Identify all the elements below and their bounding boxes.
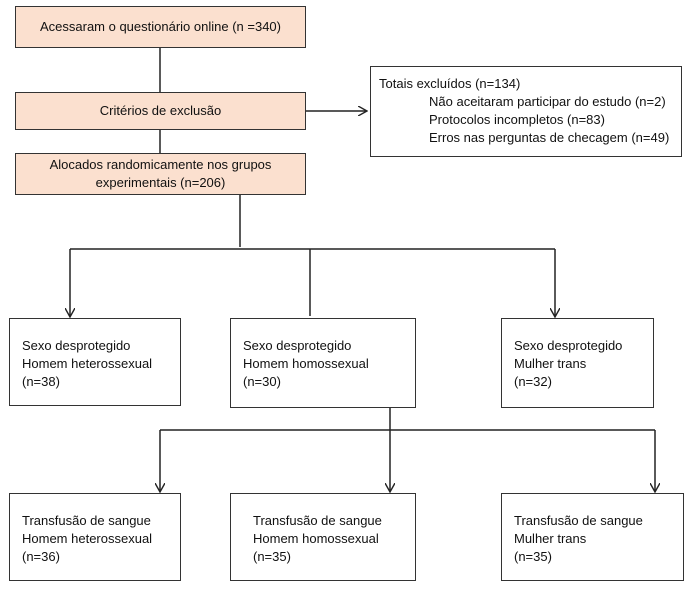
group-label-line1: Sexo desprotegido	[22, 338, 131, 353]
group-count: (n=35)	[514, 549, 552, 564]
accessed-box: Acessaram o questionário online (n =340)	[15, 6, 306, 48]
transfusion-group-box-trans-woman: Transfusão de sangue Mulher trans (n=35)	[501, 493, 684, 581]
criteria-box: Critérios de exclusão	[15, 92, 306, 130]
group-label-line2: Homem homossexual	[253, 531, 379, 546]
transfusion-group-box-heterosexual-man: Transfusão de sangue Homem heterossexual…	[9, 493, 181, 581]
group-label-line1: Transfusão de sangue	[22, 513, 151, 528]
excluded-item: Protocolos incompletos (n=83)	[429, 112, 605, 127]
sex-group-box-heterosexual-man: Sexo desprotegido Homem heterossexual (n…	[9, 318, 181, 406]
group-label-line2: Homem heterossexual	[22, 531, 153, 546]
group-label-line2: Homem homossexual	[243, 356, 369, 371]
excluded-box: Totais excluídos (n=134) Não aceitaram p…	[370, 66, 682, 157]
excluded-item: Não aceitaram participar do estudo (n=2)	[429, 94, 666, 109]
group-label-line1: Sexo desprotegido	[514, 338, 623, 353]
group-label-line2: Mulher trans	[514, 356, 587, 371]
group-count: (n=30)	[243, 374, 281, 389]
excluded-item: Erros nas perguntas de checagem (n=49)	[429, 130, 670, 145]
group-count: (n=38)	[22, 374, 60, 389]
sex-group-box-homosexual-man: Sexo desprotegido Homem homossexual (n=3…	[230, 318, 416, 408]
group-count: (n=36)	[22, 549, 60, 564]
transfusion-group-box-homosexual-man: Transfusão de sangue Homem homossexual (…	[230, 493, 416, 581]
sex-group-box-trans-woman: Sexo desprotegido Mulher trans (n=32)	[501, 318, 654, 408]
group-label-line1: Transfusão de sangue	[253, 513, 382, 528]
group-label-line1: Sexo desprotegido	[243, 338, 352, 353]
accessed-label: Acessaram o questionário online (n =340)	[39, 19, 281, 34]
allocated-label-line2: experimentais (n=206)	[95, 175, 226, 190]
excluded-title: Totais excluídos (n=134)	[379, 76, 521, 91]
allocated-label-line1: Alocados randomicamente nos grupos	[49, 157, 272, 172]
group-label-line1: Transfusão de sangue	[514, 513, 643, 528]
criteria-label: Critérios de exclusão	[99, 103, 222, 118]
group-label-line2: Mulher trans	[514, 531, 587, 546]
group-count: (n=35)	[253, 549, 291, 564]
group-label-line2: Homem heterossexual	[22, 356, 153, 371]
allocated-box: Alocados randomicamente nos grupos exper…	[15, 153, 306, 195]
group-count: (n=32)	[514, 374, 552, 389]
